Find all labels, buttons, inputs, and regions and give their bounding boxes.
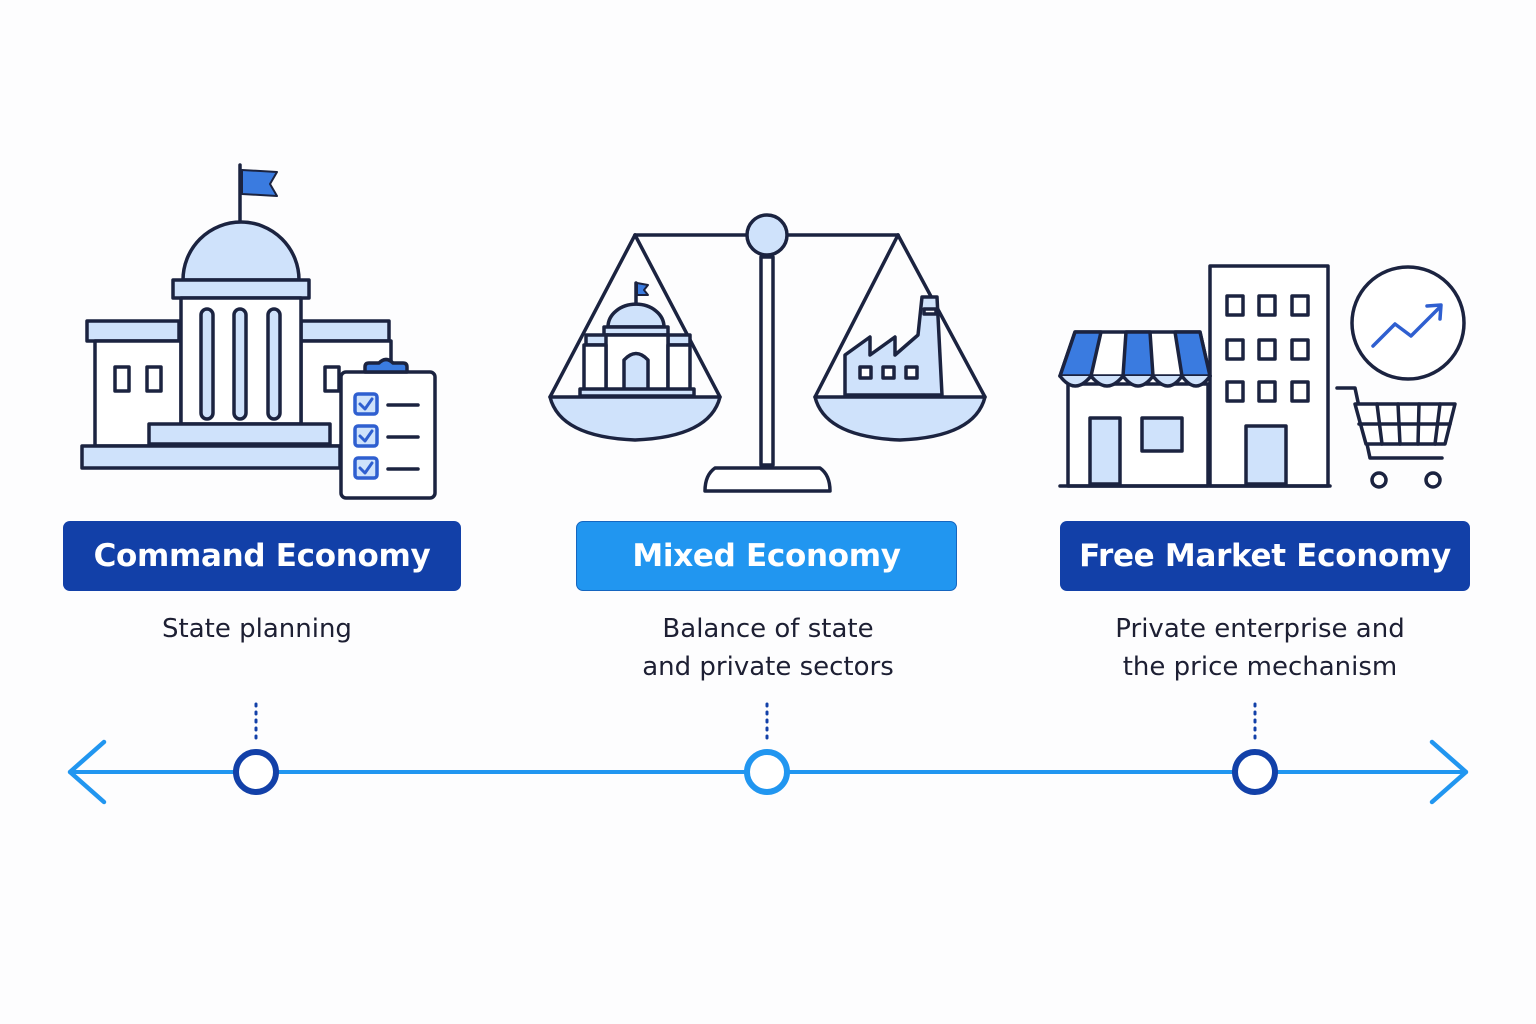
government-building-icon — [70, 160, 450, 510]
description-line: Private enterprise and — [1115, 614, 1405, 644]
free-market-economy-marker — [1232, 749, 1278, 795]
description-line: State planning — [162, 614, 352, 644]
command-economy-description: State planning — [57, 610, 457, 648]
economic-spectrum-axis — [0, 690, 1536, 820]
mixed-economy-description: Balance of state and private sectors — [568, 610, 968, 686]
balance-scale-icon — [540, 205, 1000, 505]
command-economy-marker — [233, 749, 279, 795]
left-arrowhead-icon — [67, 739, 107, 805]
shop-office-cart-icon — [1055, 258, 1475, 498]
free-market-economy-description: Private enterprise and the price mechani… — [1060, 610, 1460, 686]
description-line: and private sectors — [642, 652, 894, 682]
right-arrowhead-icon — [1429, 739, 1469, 805]
mixed-economy-marker — [744, 749, 790, 795]
description-line: Balance of state — [662, 614, 874, 644]
command-economy-label: Command Economy — [63, 521, 461, 591]
free-market-economy-label: Free Market Economy — [1060, 521, 1470, 591]
mixed-economy-label: Mixed Economy — [576, 521, 957, 591]
description-line: the price mechanism — [1122, 652, 1398, 682]
